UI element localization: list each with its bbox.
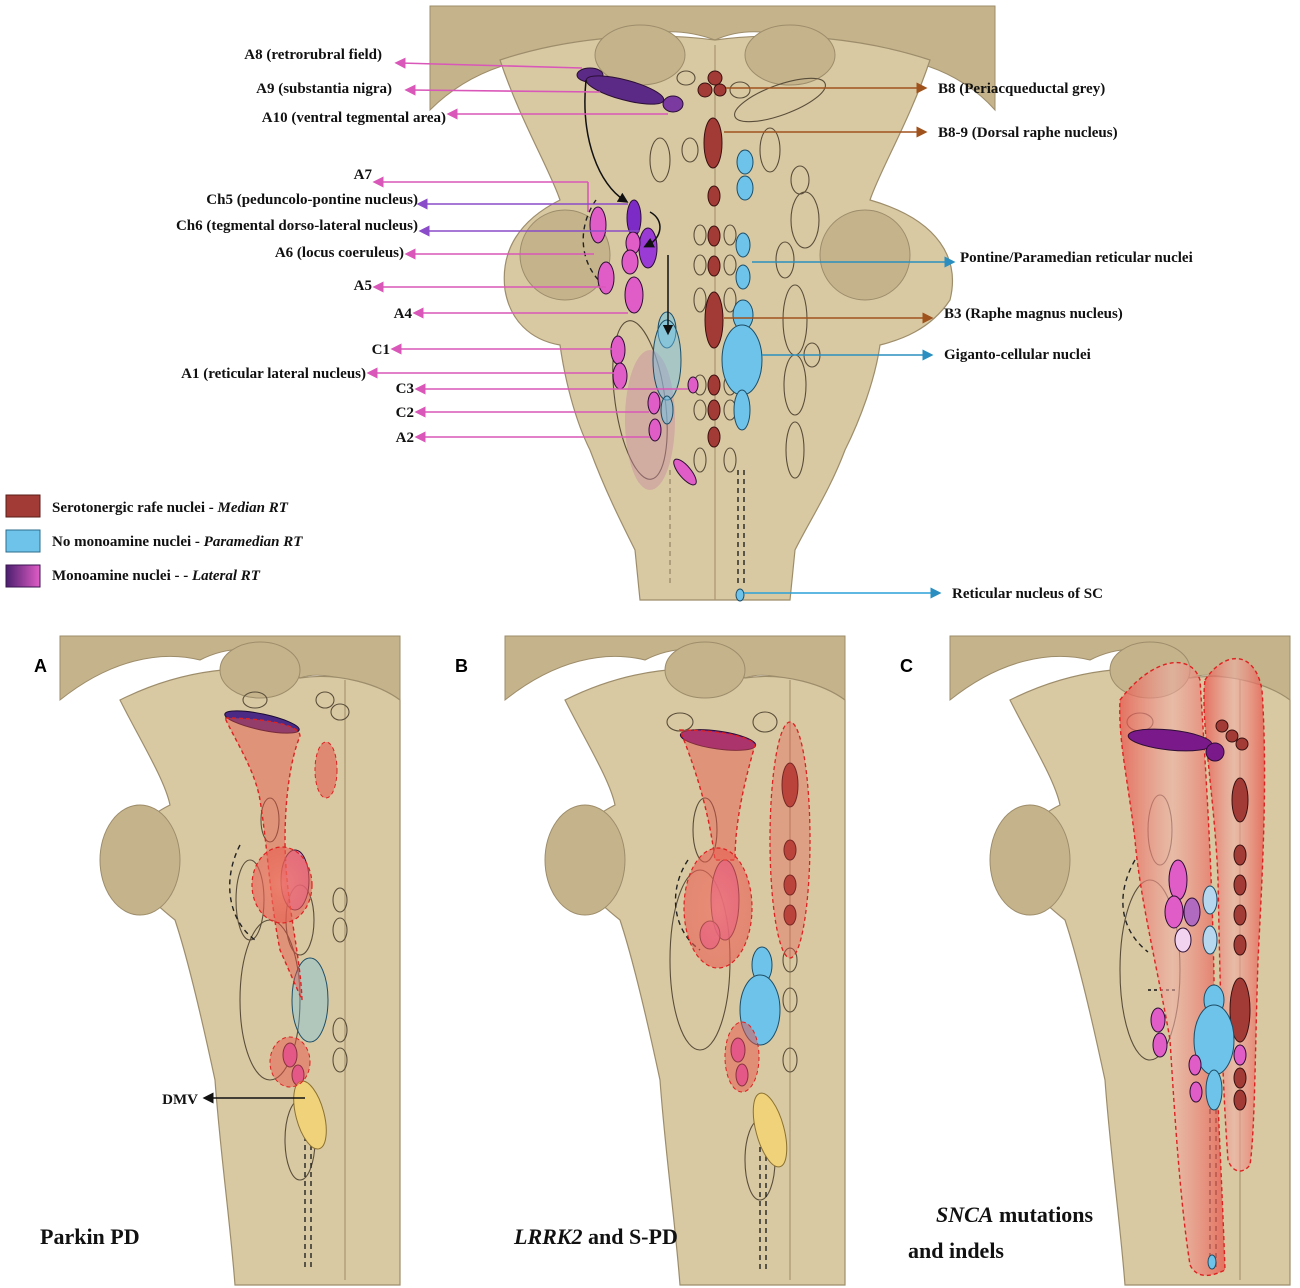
top-brainstem — [429, 5, 996, 602]
label-a6: A6 (locus coeruleus) — [275, 245, 404, 261]
label-c2: C2 — [396, 405, 414, 421]
label-b8-9: B8-9 (Dorsal raphe nucleus) — [938, 125, 1118, 141]
panel-b-caption: LRRK2 and S-PD — [513, 1224, 678, 1249]
serotonergic-nuclei — [697, 70, 727, 448]
left-label-arrows — [366, 57, 688, 443]
label-a5: A5 — [354, 278, 372, 294]
label-a8: A8 (retrorubral field) — [244, 47, 382, 63]
label-c3: C3 — [396, 381, 414, 397]
label-dmv: DMV — [162, 1092, 198, 1108]
label-a1: A1 (reticular lateral nucleus) — [181, 366, 366, 382]
label-giganto: Giganto-cellular nuclei — [944, 347, 1091, 363]
label-a7: A7 — [354, 167, 373, 183]
panel-c-caption-line2: and indels — [908, 1238, 1004, 1263]
panel-b-letter: B — [455, 656, 468, 676]
legend-swatch-monoamine — [5, 564, 41, 588]
label-pontine: Pontine/Paramedian reticular nuclei — [960, 250, 1193, 266]
label-a9: A9 (substantia nigra) — [256, 81, 392, 97]
label-a2: A2 — [396, 430, 414, 446]
label-ch5: Ch5 (peduncolo-pontine nucleus) — [206, 192, 418, 208]
legend: Serotonergic rafe nuclei - Median RT No … — [5, 494, 303, 588]
ch-arrows — [416, 198, 640, 237]
panel-a-caption: Parkin PD — [40, 1224, 140, 1249]
panel-c-caption: SNCA mutations — [936, 1202, 1094, 1227]
label-reticular-sc: Reticular nucleus of SC — [952, 586, 1103, 602]
label-a4: A4 — [394, 306, 413, 322]
left-labels: A8 (retrorubral field) A9 (substantia ni… — [176, 47, 446, 446]
panel-c-letter: C — [900, 656, 913, 676]
legend-swatch-serotonergic — [5, 494, 41, 518]
label-ch6: Ch6 (tegmental dorso-lateral nucleus) — [176, 218, 418, 234]
legend-text-serotonergic: Serotonergic rafe nuclei - Median RT — [52, 500, 289, 516]
label-b8: B8 (Periacqueductal grey) — [938, 81, 1105, 97]
label-c1: C1 — [372, 342, 390, 358]
legend-text-monoamine: Monoamine nuclei - - Lateral RT — [52, 568, 261, 584]
panel-c: C SNCA mutations and indels — [900, 635, 1291, 1286]
panel-a: DMV A Parkin PD — [34, 635, 401, 1286]
right-labels: B8 (Periacqueductal grey) B8-9 (Dorsal r… — [938, 81, 1193, 602]
label-a10: A10 (ventral tegmental area) — [262, 110, 446, 126]
legend-text-no-monoamine: No monoamine nuclei - Paramedian RT — [52, 534, 303, 550]
label-b3: B3 (Raphe magnus nucleus) — [944, 306, 1123, 322]
right-label-arrows — [724, 82, 956, 599]
panel-b: B LRRK2 and S-PD — [455, 635, 846, 1286]
panel-a-letter: A — [34, 656, 47, 676]
legend-swatch-no-monoamine — [5, 529, 41, 553]
monoamine-nuclei — [576, 67, 699, 486]
